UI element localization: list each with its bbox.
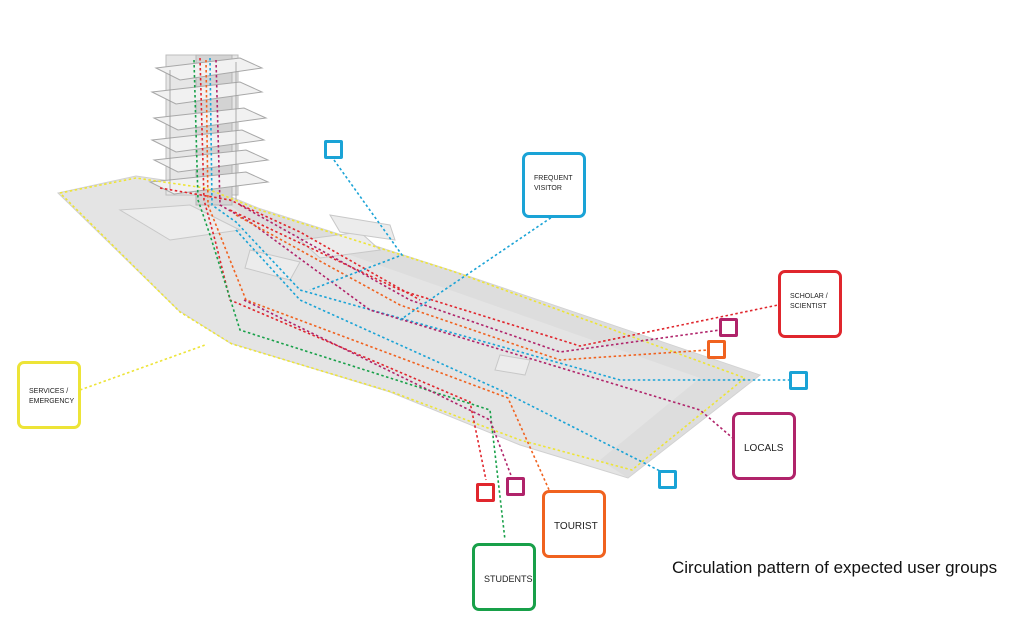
scholar-path-b	[159, 187, 421, 301]
site-structures	[118, 204, 531, 376]
scholar-path	[229, 209, 779, 347]
tower-path-orange	[205, 59, 551, 493]
frequent-visitor-label-1: FREQUENT	[534, 175, 573, 182]
diagram-caption: Circulation pattern of expected user gro…	[672, 558, 998, 577]
cyan-lower-path	[235, 229, 663, 473]
marker-cyan-top	[324, 140, 343, 159]
marker-cyan-right	[789, 371, 808, 390]
circulation-paths	[59, 57, 790, 541]
tower-path-green	[193, 59, 506, 541]
marker-magenta-bottom	[506, 477, 525, 496]
site-ground-shadow	[205, 186, 760, 478]
services-path-connector	[79, 344, 206, 391]
locals-box: LOCALS	[732, 412, 796, 480]
tourist-box: TOURIST	[542, 490, 606, 558]
services-path	[59, 177, 747, 471]
services-label-1: SERVICES /	[29, 388, 69, 395]
tower-path-blue	[209, 57, 790, 381]
scholar-label-1: SCHOLAR /	[790, 293, 828, 300]
scholar-scientist-box: SCHOLAR / SCIENTIST	[778, 270, 842, 338]
tourist-label: TOURIST	[554, 521, 598, 532]
marker-cyan-bottom	[658, 470, 677, 489]
observation-tower	[148, 54, 270, 206]
students-path-b	[243, 299, 513, 479]
tower-path-magenta	[215, 59, 736, 441]
frequent-visitor-connector	[399, 214, 556, 321]
services-emergency-box: SERVICES / EMERGENCY	[17, 361, 81, 429]
locals-path	[239, 204, 721, 353]
services-label-2: EMERGENCY	[29, 398, 75, 405]
scholar-label-2: SCIENTIST	[790, 303, 827, 310]
marker-orange-right	[707, 340, 726, 359]
frequent-visitor-label-2: VISITOR	[534, 185, 562, 192]
students-box: STUDENTS	[472, 543, 536, 611]
marker-red-bottom	[476, 483, 495, 502]
marker-magenta-right	[719, 318, 738, 337]
locals-label: LOCALS	[744, 443, 784, 454]
students-label: STUDENTS	[484, 574, 533, 584]
frequent-visitor-path	[309, 159, 404, 291]
frequent-visitor-box: FREQUENT VISITOR	[522, 152, 586, 218]
tourist-path	[235, 214, 709, 361]
